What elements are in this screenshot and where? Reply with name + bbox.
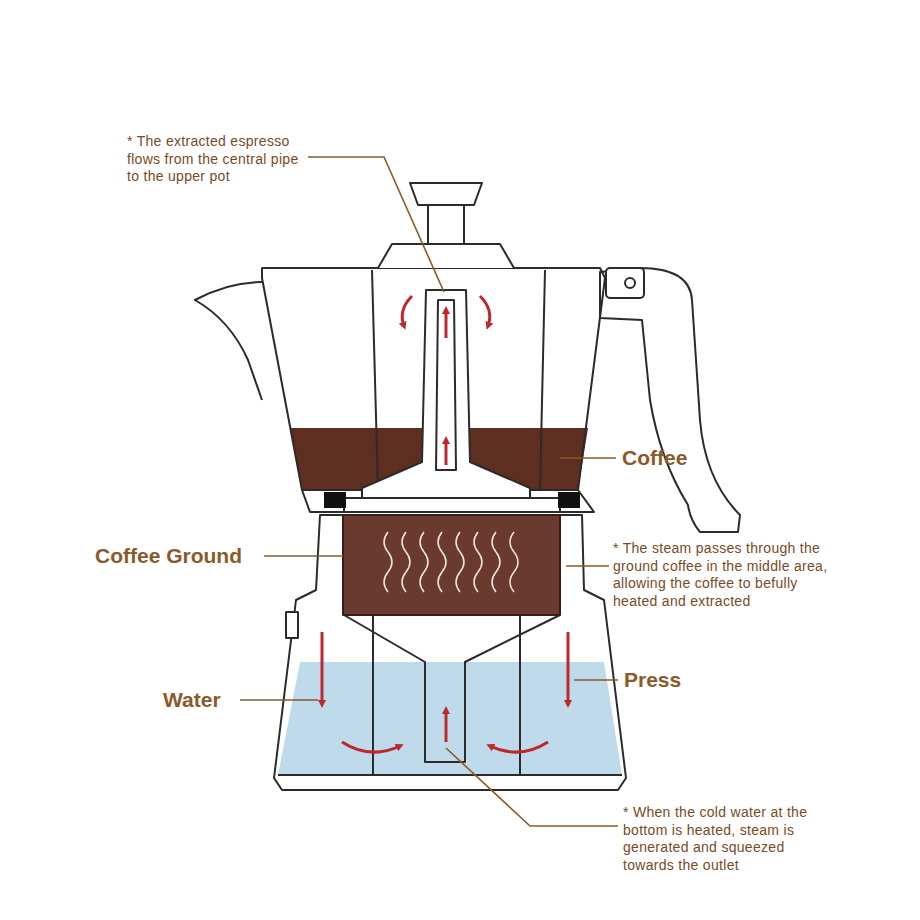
- hinge: [606, 268, 644, 298]
- leader-line: [446, 748, 618, 826]
- wave: [492, 532, 500, 592]
- facet-line: [540, 270, 545, 490]
- steam-waves: [384, 532, 518, 592]
- leader-line: [308, 157, 444, 292]
- wave: [438, 532, 446, 592]
- knob: [410, 183, 482, 205]
- annotation-note: * The extracted espresso flows from the …: [127, 133, 313, 186]
- annotation-note: * The steam passes through the ground co…: [613, 540, 835, 610]
- part-label: Water: [163, 688, 221, 712]
- lid: [378, 244, 514, 268]
- leader-line: [560, 457, 616, 459]
- facet-line: [372, 270, 378, 490]
- leader-lines: [240, 157, 618, 826]
- wave: [402, 532, 410, 592]
- base-rim: [278, 774, 622, 776]
- pot-outline: [195, 183, 740, 790]
- flow-arrow: [490, 742, 548, 752]
- wave: [384, 532, 392, 592]
- filter-plate: [344, 498, 560, 512]
- coffee-grounds-basket: [343, 515, 560, 615]
- knob-stem: [428, 205, 464, 244]
- flow-arrow: [445, 440, 448, 465]
- facet-line: [372, 600, 374, 775]
- flow-arrow: [445, 310, 448, 338]
- spout: [195, 282, 262, 400]
- wave: [474, 532, 482, 592]
- flow-arrow: [321, 632, 324, 704]
- gasket: [558, 492, 580, 508]
- part-label: Coffee: [622, 446, 687, 470]
- safety-valve: [286, 612, 298, 638]
- flow-arrows: [322, 296, 568, 752]
- leader-line: [574, 679, 618, 681]
- flow-arrow: [567, 632, 570, 704]
- wave: [510, 532, 518, 592]
- facet-line: [519, 600, 521, 775]
- gasket: [324, 492, 346, 508]
- leader-line: [566, 565, 609, 567]
- handle: [600, 268, 740, 532]
- wave: [420, 532, 428, 592]
- pipe-bore: [436, 300, 456, 470]
- flow-arrow: [402, 296, 412, 326]
- leader-line: [264, 555, 343, 557]
- flow-arrow: [445, 710, 448, 742]
- leader-line: [240, 699, 318, 701]
- part-label: Coffee Ground: [95, 544, 242, 568]
- upper-base: [302, 490, 594, 512]
- flow-arrow: [480, 296, 490, 326]
- central-pipe: [362, 290, 530, 498]
- part-label: Press: [624, 668, 681, 692]
- annotation-note: * When the cold water at the bottom is h…: [623, 804, 809, 874]
- hinge-pin: [625, 278, 635, 288]
- water: [278, 662, 622, 775]
- wave: [456, 532, 464, 592]
- funnel: [344, 615, 560, 762]
- flow-arrow: [342, 742, 400, 752]
